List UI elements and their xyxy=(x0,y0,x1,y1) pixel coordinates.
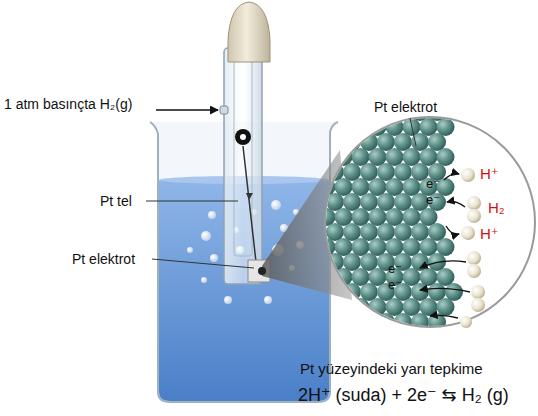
pt-atom xyxy=(335,118,353,136)
pt-atom xyxy=(326,133,344,151)
zoom-circle xyxy=(325,117,535,327)
pt-lattice xyxy=(309,103,463,331)
wire-contact xyxy=(235,129,251,145)
pt-atom xyxy=(352,118,370,136)
pt-atom xyxy=(318,298,336,316)
inner-tube xyxy=(234,60,252,256)
pt-atom xyxy=(326,283,344,301)
pt-atom xyxy=(326,313,344,331)
leader-line xyxy=(410,118,416,146)
pt-atom xyxy=(343,283,361,301)
pt-atom xyxy=(394,313,412,331)
pt-atom xyxy=(318,148,336,166)
gas-inlet xyxy=(220,106,228,114)
pt-atom xyxy=(309,283,327,301)
pt-atom xyxy=(309,223,327,241)
pt-atom xyxy=(352,298,370,316)
pt-atom xyxy=(309,133,327,151)
electron-label: e⁻ xyxy=(388,278,402,293)
part-label: Pt elektrot xyxy=(374,99,437,115)
pt-atom xyxy=(326,103,344,121)
ion-label: H⁺ xyxy=(480,165,499,182)
pt-atom xyxy=(343,103,361,121)
pt-atom xyxy=(360,313,378,331)
reaction-caption: Pt yüzeyindeki yarı tepkime xyxy=(300,360,483,377)
pt-atom xyxy=(309,253,327,271)
part-label: Pt elektrot xyxy=(72,251,135,267)
pt-atom xyxy=(318,118,336,136)
zoom-point xyxy=(258,267,266,275)
electron-arrows xyxy=(420,174,470,318)
gas-inlet-arrow xyxy=(156,109,218,111)
pt-atom xyxy=(309,103,327,121)
pt-atom xyxy=(309,193,327,211)
pt-atom xyxy=(335,298,353,316)
pt-atom xyxy=(318,268,336,286)
rubber-cap xyxy=(228,2,270,62)
electron-label: e⁻ xyxy=(388,262,402,277)
electron-label: e⁻ xyxy=(426,193,440,208)
reaction-equation: 2H⁺ (suda) + 2e⁻ ⇆ H₂ (g) xyxy=(298,385,509,406)
molecule-label: H₂ xyxy=(488,199,505,216)
pt-atom xyxy=(411,313,429,331)
pt-atom xyxy=(343,313,361,331)
glass-tube xyxy=(224,48,262,284)
pt-atom xyxy=(309,163,327,181)
leader-line xyxy=(146,201,238,202)
gas-label: 1 atm basınçta H₂(g) xyxy=(4,96,132,112)
part-label: Pt tel xyxy=(100,193,132,209)
pt-wire xyxy=(243,146,256,262)
wire-arrow xyxy=(246,193,253,200)
ion-label: H⁺ xyxy=(480,225,499,242)
electron-label: e⁻ xyxy=(426,177,440,192)
pt-atom xyxy=(377,313,395,331)
wire-contact-hole xyxy=(240,134,246,140)
pt-atom xyxy=(309,313,327,331)
hydrogen-particles xyxy=(460,168,485,328)
leader-line xyxy=(152,259,254,268)
